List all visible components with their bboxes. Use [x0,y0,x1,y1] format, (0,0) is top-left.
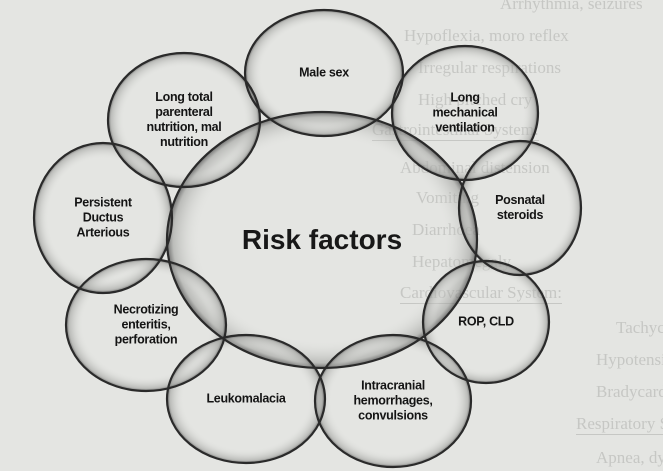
factor-label-line: parenteral [155,105,213,119]
bleed-text-line: Tachycardia [616,318,663,337]
factor-label-line: Necrotizing [113,302,179,317]
factor-label-line: Intracranial [361,378,425,393]
factor-circle-shading [423,261,549,383]
bleed-text-line: Apnea, dyspnea [596,448,663,467]
factor-label-male-sex: Male sex [299,66,349,81]
factor-label-line: Long total [155,90,213,104]
factor-circle [313,333,473,469]
factor-circle-shading [108,53,260,187]
factor-label-line: ventilation [435,120,495,135]
factor-circle [64,257,228,393]
bleed-text-line: Respiratory System: [576,414,663,435]
factor-label-line: ROP, CLD [458,314,514,329]
factor-label-line: Persistent [74,195,132,210]
factor-circle-shading [245,10,403,136]
factor-circle [106,51,262,189]
factor-label-leukomalacia: Leukomalacia [206,392,285,407]
factor-label-line: Ductus [82,210,124,225]
factor-circle-shading [459,141,581,275]
factor-label-line: Long [450,90,480,105]
factor-label-line: enteritis, [121,317,171,332]
factor-circle-shading [34,143,172,293]
factor-circle [32,141,174,295]
factor-label-line: Male sex [299,65,349,80]
center-circle [165,110,479,370]
factor-label-line: Arterious [76,225,130,240]
factor-label-rop-cld: ROP, CLD [458,315,514,330]
bleed-text-line: Bradycardia. [596,382,663,401]
factor-label-line: convulsions [358,408,428,423]
center-circle-shading [167,112,477,368]
bleed-text-line: Arrhythmia, seizures [500,0,643,13]
factor-label-line: nutrition, mal [146,120,222,134]
factor-label-line: perforation [114,332,178,347]
factor-label-line: Leukomalacia [206,391,286,406]
bleed-text-line: Hypotension. [596,350,663,369]
center-label-risk-factors: Risk factors [241,224,403,255]
factor-label-line: mechanical [432,105,498,120]
factor-circle [165,333,327,465]
factor-label-line: hemorrhages, [353,393,433,408]
factor-circle [457,139,583,277]
factor-label-line: Posnatal [495,193,545,207]
factor-circle [421,259,551,385]
factor-label-line: nutrition [160,135,208,149]
bleed-text-line: Hypoflexia, moro reflex [404,26,569,45]
factor-circle [243,8,405,138]
factor-label-line: steroids [496,208,544,222]
factor-circle-shading [315,335,471,467]
